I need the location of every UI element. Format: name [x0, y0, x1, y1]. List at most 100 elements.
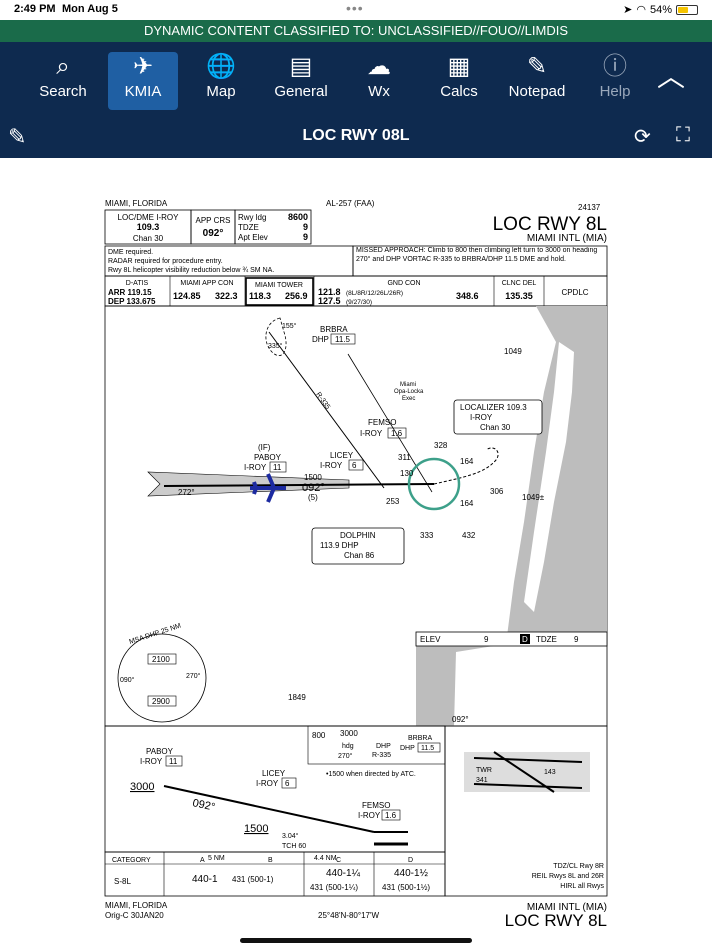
- mins-category: CATEGORY: [112, 857, 151, 864]
- status-right: ➤ ◠ 54%: [623, 3, 698, 16]
- final-course: [163, 483, 435, 487]
- plan-licey: LICEY: [330, 451, 354, 460]
- elev-tdze-value: 9: [574, 635, 579, 644]
- toolbar-search-button[interactable]: ⌕Search: [28, 52, 98, 110]
- msa-alt-north: 2100: [152, 655, 170, 664]
- fullscreen-icon[interactable]: ⛶: [676, 124, 690, 146]
- battery-icon: [676, 4, 698, 15]
- app-crs-value: 092°: [203, 228, 224, 239]
- chart-title-bar: ✎ LOC RWY 08L ⟳ ⛶: [0, 116, 712, 158]
- mins-a: A: [200, 857, 205, 864]
- tower-freq-2: 256.9: [285, 291, 308, 301]
- collapse-chevron-icon[interactable]: ︿: [656, 61, 685, 92]
- plan-course-272: 272°: [178, 488, 195, 497]
- plan-femso-id: I-ROY: [360, 429, 383, 438]
- land-mass: [416, 306, 607, 726]
- rwy-apt-value: 9: [303, 232, 308, 242]
- toolbar-map-button[interactable]: 🌐Map: [186, 52, 256, 110]
- plan-obstacle-130: 130: [400, 469, 414, 478]
- main-toolbar: ⌕Search✈KMIA🌐Map ▤ General ☁Wx▦Calcs ✎ Notepa…: [0, 42, 712, 116]
- tower-label: MIAMI TOWER: [255, 282, 303, 289]
- datis-dep: DEP 133.675: [108, 297, 156, 306]
- tower-freq-1: 118.3: [249, 291, 271, 301]
- rotate-icon[interactable]: ⟳: [634, 126, 651, 148]
- msa-bearing-090: 090°: [120, 676, 135, 684]
- datis-label: D-ATIS: [126, 280, 149, 287]
- profile-tch: TCH 60: [282, 843, 306, 850]
- profile-paboy: PABOY: [146, 747, 174, 756]
- book-icon: ▤: [289, 53, 313, 80]
- plan-obstacle-328: 328: [434, 441, 448, 450]
- plan-course-155: 155°: [282, 322, 297, 330]
- mins-b: B: [268, 857, 273, 864]
- footer-airport: MIAMI INTL (MIA): [527, 902, 607, 913]
- plan-dhp-dme: 11.5: [335, 335, 351, 344]
- profile-dist-5nm: 5 NM: [208, 855, 225, 862]
- notepad-icon: ✎: [526, 53, 548, 80]
- pencil-icon[interactable]: ✎: [8, 124, 27, 149]
- location-icon: ➤: [623, 4, 633, 16]
- profile-femso-dme: 1.6: [385, 811, 397, 820]
- toolbar-label: General: [274, 83, 328, 100]
- plan-r335: R-335: [314, 391, 331, 411]
- missed-approach-text: MISSED APPROACH: Climb to 800 then climb…: [356, 247, 598, 263]
- msa-alt-south: 2900: [152, 697, 170, 706]
- msa-circle: [117, 633, 207, 723]
- ad-tower: TWR: [476, 767, 492, 774]
- battery-percent: 54%: [649, 3, 672, 16]
- profile-femso-id: I-ROY: [358, 811, 381, 820]
- gnd-freq-1: 121.8: [318, 287, 341, 297]
- glidepath: [163, 785, 375, 833]
- plan-if: (IF): [258, 443, 271, 452]
- clnc-label: CLNC DEL: [502, 280, 537, 287]
- plan-dhp-label: DHP: [312, 335, 329, 344]
- mins-c: C: [336, 857, 341, 864]
- header-city: MIAMI, FLORIDA: [105, 199, 168, 208]
- approach-plate[interactable]: MIAMI, FLORIDA AL-257 (FAA) 24137 LOC RW…: [104, 192, 608, 928]
- footer-orig: Orig-C 30JAN20: [105, 911, 164, 920]
- toolbar-label: KMIA: [124, 83, 162, 100]
- msa-label: MSA DHP 25 NM: [128, 623, 182, 646]
- status-time: 2:49 PM: [14, 3, 56, 15]
- note-3: Rwy 8L helicopter visibility reduction b…: [108, 267, 274, 274]
- toolbar-label: Notepad: [508, 83, 566, 100]
- plan-obstacle-1049: 1049: [504, 347, 522, 356]
- gnd-note-2: (9/27/30): [346, 299, 372, 306]
- globe-icon: 🌐: [206, 53, 236, 80]
- toolbar-label: Search: [39, 83, 87, 100]
- home-indicator[interactable]: [240, 938, 472, 943]
- status-date: Mon Aug 5: [62, 3, 118, 15]
- plan-obstacle-1849: 1849: [288, 693, 306, 702]
- toolbar-kmia-button[interactable]: ✈KMIA: [108, 52, 178, 110]
- profile-missed-3000: 3000: [340, 729, 358, 738]
- profile-paboy-id: I-ROY: [140, 757, 163, 766]
- toolbar-general-button[interactable]: ▤ General: [266, 52, 336, 110]
- plan-obstacle-1049b: 1049±: [522, 493, 545, 502]
- toolbar-label: Help: [599, 83, 631, 100]
- info-icon: ⓘ: [603, 53, 627, 80]
- app-freq-1: 124.85: [173, 291, 201, 301]
- storm-cloud-icon: ☁: [367, 53, 391, 80]
- toolbar-calcs-button[interactable]: ▦Calcs: [424, 52, 494, 110]
- plan-course-335: 335°: [268, 342, 283, 350]
- clnc-freq: 135.35: [505, 291, 533, 301]
- profile-missed-r335: R-335: [372, 752, 391, 759]
- note-1: DME required.: [108, 249, 153, 256]
- elev-value: 9: [484, 635, 489, 644]
- rwy-ldg-value: 8600: [288, 212, 308, 222]
- status-bar: 2:49 PM Mon Aug 5 ••• ➤ ◠ 54%: [0, 0, 712, 20]
- mins-ab: 440-1: [192, 874, 218, 885]
- multitask-dots[interactable]: •••: [346, 0, 364, 16]
- toolbar-notepad-button[interactable]: ✎ Notepad: [502, 52, 572, 110]
- plan-licey-id: I-ROY: [320, 461, 343, 470]
- header-al: AL-257 (FAA): [326, 199, 375, 208]
- airport-sketch: [444, 725, 608, 897]
- plan-dolphin-chan: Chan 86: [344, 551, 375, 560]
- plan-obstacle-432: 432: [462, 531, 476, 540]
- profile-missed-hdg: hdg: [342, 743, 354, 750]
- plan-obstacle-164b: 164: [460, 499, 474, 508]
- toolbar-wx-button[interactable]: ☁Wx: [344, 52, 414, 110]
- header-num: 24137: [578, 203, 601, 212]
- loc-name: LOC/DME I-ROY: [118, 213, 180, 222]
